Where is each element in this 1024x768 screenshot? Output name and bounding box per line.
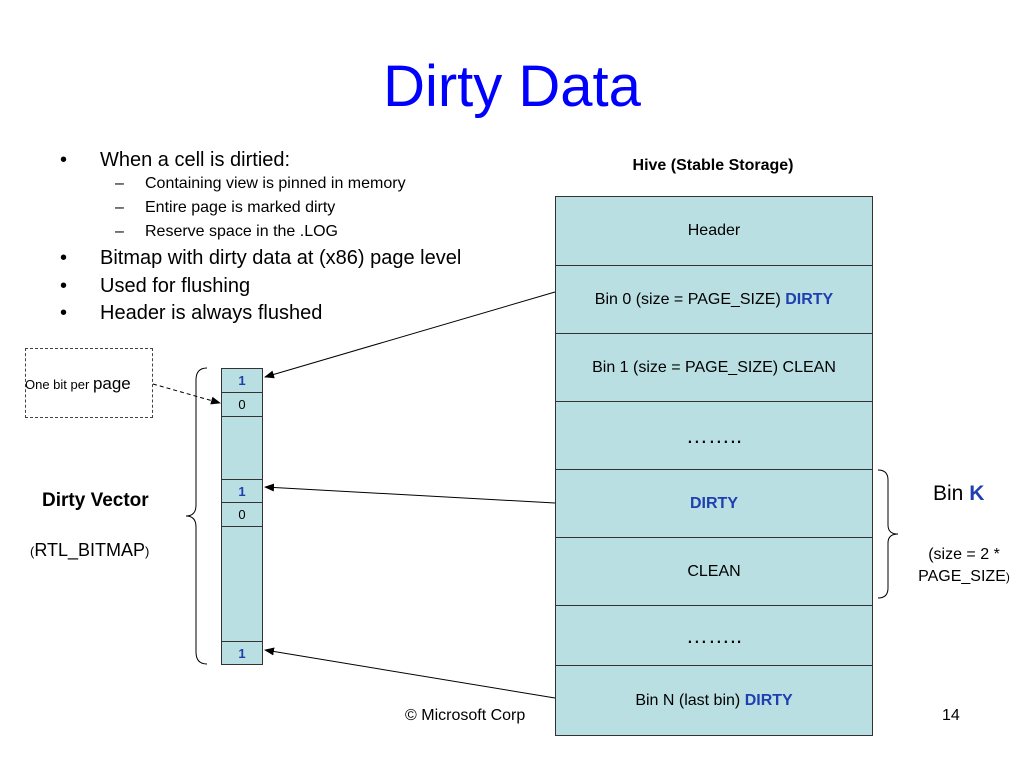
- bin-k-letter: K: [969, 482, 985, 505]
- dirty-vector-brace: [185, 367, 208, 665]
- bitmap-bit: 1: [222, 369, 262, 393]
- dash-marker: –: [115, 175, 124, 192]
- dash-marker: –: [115, 223, 124, 240]
- hive-storage-block: Header Bin 0 (size = PAGE_SIZE) DIRTY Bi…: [555, 196, 873, 736]
- bin-k-prefix: Bin: [933, 482, 970, 505]
- bitmap-bit: 0: [222, 393, 262, 417]
- bin1-label: Bin 1 (size = PAGE_SIZE) CLEAN: [592, 358, 836, 376]
- bullet-text: Bitmap with dirty data at (x86) page lev…: [100, 247, 462, 269]
- ellipsis-cell: ……..: [556, 401, 872, 469]
- bullet-marker: •: [60, 275, 68, 297]
- bullet-text: When a cell is dirtied:: [100, 149, 291, 171]
- bin-k-clean-label: CLEAN: [687, 562, 741, 580]
- paren-close: ): [145, 544, 150, 559]
- bullet-marker: •: [60, 247, 68, 269]
- ellipsis-label: ……..: [685, 622, 743, 648]
- hive-header-label: Header: [687, 222, 741, 239]
- bin-k-size: (size = 2 * PAGE_SIZE): [905, 544, 1023, 588]
- footer-copyright: © Microsoft Corp: [405, 707, 526, 724]
- sub-bullet-text: Containing view is pinned in memory: [145, 175, 406, 192]
- bullet-text: Used for flushing: [100, 275, 251, 297]
- bin0-status: DIRTY: [785, 290, 834, 308]
- bitmap-bit: 0: [222, 503, 262, 527]
- paren-open: (: [30, 544, 35, 559]
- bin-k-dirty-label: DIRTY: [690, 494, 738, 512]
- binN-status: DIRTY: [744, 691, 793, 709]
- page-number: 14: [942, 707, 960, 724]
- bin0-label: Bin 0 (size = PAGE_SIZE): [594, 290, 786, 308]
- bullet-text: Header is always flushed: [100, 302, 323, 324]
- rtl-bitmap-type: RTL_BITMAP: [34, 540, 146, 560]
- bin-k-size-line2: PAGE_SIZE: [918, 568, 1006, 585]
- bitmap-bit: 1: [222, 479, 262, 503]
- callout-text: One bit per page: [25, 374, 131, 394]
- bin-k-dirty-cell: DIRTY: [556, 469, 872, 537]
- bullet-marker: •: [60, 149, 68, 171]
- dirty-bitmap: 1 0 1 0 1: [221, 368, 263, 665]
- hive-header-cell: Header: [556, 197, 872, 265]
- arrow-binN-to-bit: [264, 647, 556, 699]
- rtl-bitmap-label: (RTL_BITMAP): [30, 540, 149, 561]
- bin-k-brace: [877, 469, 899, 599]
- bitmap-bit: 1: [222, 641, 262, 665]
- slide-title: Dirty Data: [383, 54, 641, 119]
- ellipsis-cell: ……..: [556, 605, 872, 665]
- bin-k-size-line1: (size = 2 *: [928, 546, 1000, 563]
- arrow-bin0-to-bit: [264, 291, 556, 379]
- bin0-cell: Bin 0 (size = PAGE_SIZE) DIRTY: [556, 265, 872, 333]
- sub-bullet-text: Entire page is marked dirty: [145, 199, 336, 216]
- bin1-cell: Bin 1 (size = PAGE_SIZE) CLEAN: [556, 333, 872, 401]
- binN-label: Bin N (last bin): [635, 691, 745, 709]
- sub-bullet-text: Reserve space in the .LOG: [145, 223, 338, 240]
- callout-text-big: page: [92, 374, 131, 393]
- callout-box: [25, 348, 153, 418]
- dash-marker: –: [115, 199, 124, 216]
- bullet-marker: •: [60, 302, 68, 324]
- binN-cell: Bin N (last bin) DIRTY: [556, 665, 872, 735]
- hive-title: Hive (Stable Storage): [632, 157, 794, 174]
- bin-k-label: Bin K: [933, 482, 984, 506]
- ellipsis-label: ……..: [685, 422, 743, 448]
- callout-text-small: One bit per: [25, 377, 93, 392]
- bin-k-size-line2-wrap: PAGE_SIZE): [905, 566, 1023, 588]
- arrow-binK-to-bit: [264, 483, 556, 504]
- dirty-vector-label: Dirty Vector: [42, 490, 149, 511]
- bin-k-size-paren: ): [1005, 570, 1010, 584]
- bin-k-clean-cell: CLEAN: [556, 537, 872, 605]
- callout-dashed-arrow: [152, 383, 221, 405]
